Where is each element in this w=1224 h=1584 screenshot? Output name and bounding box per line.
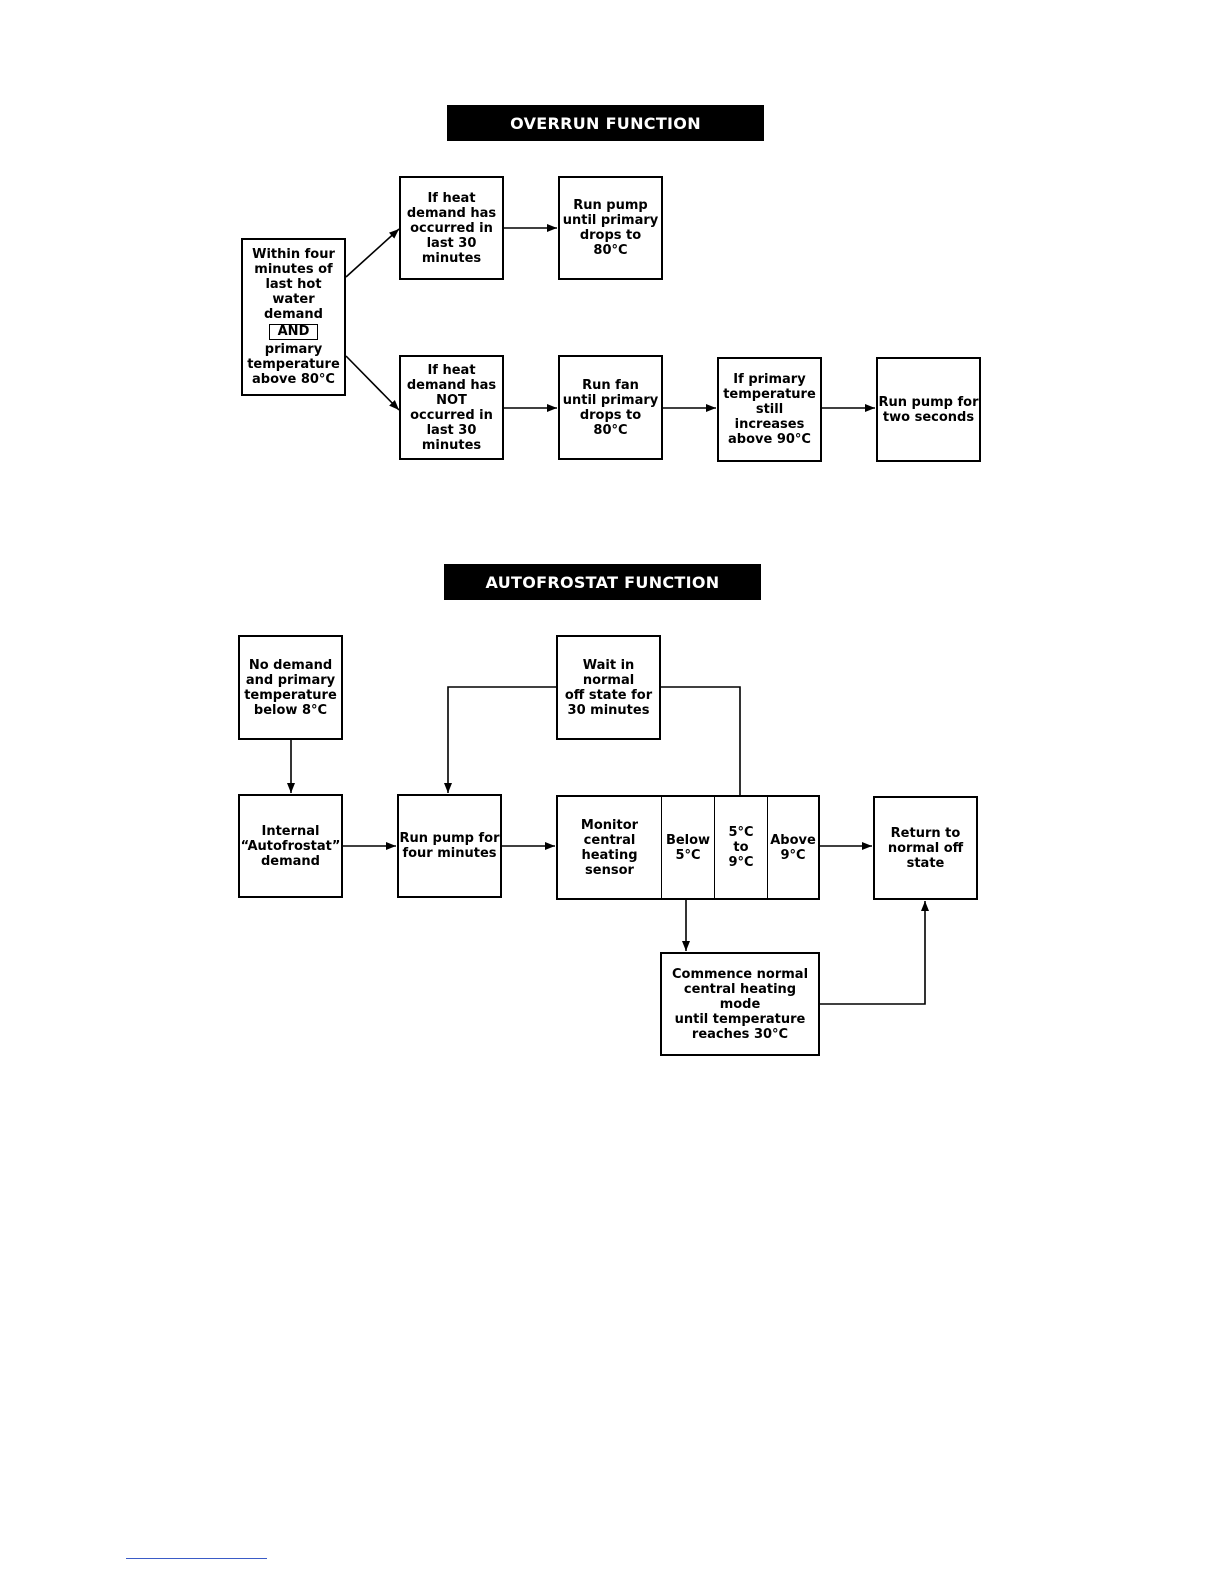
node-text: demand	[263, 307, 323, 322]
node-text: If heat	[427, 190, 476, 206]
node-text: Below	[665, 832, 711, 848]
arrow-start-to-heat-yes	[345, 228, 400, 278]
and-tag: AND	[268, 324, 319, 340]
node-text: Run pump for	[878, 394, 979, 410]
node-text: until primary	[562, 213, 659, 228]
node-text: 80°C	[593, 422, 628, 438]
node-text: last 30	[426, 422, 477, 438]
overrun-title: OVERRUN FUNCTION	[447, 105, 764, 141]
node-text: occurred in	[410, 220, 493, 236]
heat-demand-not-occurred-node: If heat demand has NOT occurred in last …	[399, 355, 504, 460]
run-pump-four-minutes-node: Run pump for four minutes	[397, 794, 502, 898]
run-pump-two-seconds-node: Run pump for two seconds	[876, 357, 981, 462]
internal-autofrostat-node: Internal “Autofrostat” demand	[238, 794, 343, 898]
node-text: reaches 30°C	[691, 1026, 789, 1042]
node-text: minutes	[421, 437, 482, 453]
node-text: Internal	[261, 823, 320, 839]
node-text: demand has	[406, 377, 497, 393]
node-text: Run fan	[582, 377, 639, 393]
node-text: drops to	[579, 407, 642, 423]
node-text: Monitor	[580, 817, 639, 833]
node-text: demand	[260, 853, 320, 869]
node-text: until primary	[562, 392, 659, 408]
arrow-commence-to-return	[820, 901, 929, 1005]
node-text: No demand	[248, 657, 333, 673]
node-text: 30 minutes	[567, 702, 650, 718]
node-text: If heat	[427, 362, 476, 378]
node-text: 80°C	[593, 243, 628, 258]
node-text: Above	[770, 832, 816, 848]
node-text: Commence normal	[671, 966, 809, 982]
node-text: NOT	[436, 392, 467, 408]
footer-rule	[126, 1558, 267, 1559]
autofrostat-title: AUTOFROSTAT FUNCTION	[444, 564, 761, 600]
above-9c-cell: Above 9°C	[767, 797, 818, 898]
heat-demand-occurred-node: If heat demand has occurred in last 30 m…	[399, 176, 504, 280]
primary-temp-check-node: If primary temperature still increases a…	[717, 357, 822, 462]
node-text: above 90°C	[728, 432, 811, 447]
node-text: below 8°C	[253, 702, 328, 718]
node-text: Run pump	[573, 198, 648, 213]
node-text: to	[733, 840, 749, 855]
run-pump-node: Run pump until primary drops to 80°C	[558, 176, 663, 280]
node-text: 5°C	[675, 847, 701, 863]
node-text: normal off	[887, 840, 964, 856]
node-text: 9°C	[780, 847, 806, 863]
node-text: 5°C	[728, 825, 754, 840]
node-text: demand has	[406, 205, 497, 221]
node-text: state	[906, 855, 945, 871]
node-text: If primary	[733, 372, 806, 387]
node-text: last hot water	[265, 277, 322, 307]
node-text: off state for	[564, 687, 653, 703]
node-text: last 30	[426, 235, 477, 251]
node-text: Return to	[890, 825, 961, 841]
5c-to-9c-cell: 5°C to 9°C	[714, 797, 767, 898]
run-fan-node: Run fan until primary drops to 80°C	[558, 355, 663, 460]
node-text: Wait in normal	[582, 657, 635, 688]
node-text: central heating mode	[683, 981, 797, 1012]
below-5c-cell: Below 5°C	[661, 797, 714, 898]
node-text: primary	[264, 342, 323, 357]
node-text: and primary	[245, 672, 336, 688]
node-text: above 80°C	[252, 372, 335, 387]
node-text: “Autofrostat”	[240, 838, 341, 854]
overrun-start-node: Within four minutes of last hot water de…	[241, 238, 346, 396]
arrow-start-to-heat-no	[345, 355, 400, 411]
node-text: temperature	[244, 687, 337, 703]
monitor-sensor-node: Monitor central heating sensor Below 5°C…	[556, 795, 820, 900]
node-text: minutes of	[254, 262, 333, 277]
commence-heating-node: Commence normal central heating mode unt…	[660, 952, 820, 1056]
node-text: minutes	[421, 250, 482, 266]
node-text: four minutes	[402, 846, 497, 861]
node-text: temperature	[247, 357, 340, 372]
node-text: Within four	[252, 247, 335, 262]
monitor-cell: Monitor central heating sensor	[558, 797, 661, 898]
node-text: occurred in	[410, 407, 493, 423]
wait-normal-off-node: Wait in normal off state for 30 minutes	[556, 635, 661, 740]
node-text: 9°C	[728, 855, 754, 870]
node-text: central	[583, 832, 636, 848]
line-mid-range-to-wait	[661, 686, 741, 795]
arrow-wait-to-pump-four	[444, 686, 556, 793]
node-text: sensor	[585, 862, 634, 878]
node-text: heating	[581, 847, 638, 863]
node-text: Run pump for	[399, 831, 500, 846]
node-text: until temperature	[674, 1011, 806, 1027]
node-text: temperature	[723, 387, 816, 402]
node-text: still increases	[734, 402, 805, 432]
node-text: drops to	[579, 228, 642, 243]
node-text: two seconds	[882, 409, 975, 425]
no-demand-node: No demand and primary temperature below …	[238, 635, 343, 740]
return-normal-off-node: Return to normal off state	[873, 796, 978, 900]
